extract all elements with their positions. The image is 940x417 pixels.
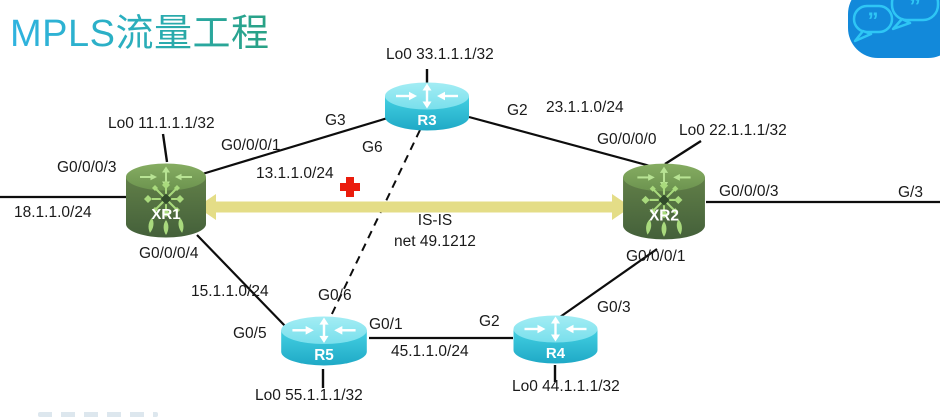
label-if-r3-g3: G3 [325, 112, 346, 129]
logo-quote-mark: ” [909, 0, 921, 20]
link-r4-xr2 [559, 248, 658, 318]
label-subnet-18: 18.1.1.0/24 [14, 204, 92, 221]
logo-quote-mark: ” [868, 8, 879, 33]
label-if-r3-g6: G6 [362, 139, 383, 156]
isis-net-label: net 49.1212 [394, 233, 476, 250]
node-label: XR1 [151, 206, 180, 223]
label-loopback-r4: Lo0 44.1.1.1/32 [512, 378, 620, 395]
label-subnet-13: 13.1.1.0/24 [256, 165, 334, 182]
label-if-far-right-g3: G/3 [898, 184, 923, 201]
label-if-r4-g03: G0/3 [597, 299, 631, 316]
label-subnet-23: 23.1.1.0/24 [546, 99, 624, 116]
node-label: R3 [417, 112, 436, 129]
router-icon: R4 [513, 315, 598, 364]
router-icon: R5 [281, 316, 367, 366]
label-if-r5-g01: G0/1 [369, 316, 403, 333]
router-r4: R4 [511, 314, 600, 371]
alert-cross-icon [340, 177, 360, 197]
router-xr1: XR1 [124, 160, 208, 247]
te-tunnel-arrow [197, 194, 631, 220]
label-if-xr1-g0001: G0/0/0/1 [221, 137, 281, 154]
chat-bubbles-logo-icon: ” ” [848, 0, 940, 58]
label-if-r3-g2: G2 [507, 102, 528, 119]
link-r3-r5-dashed [329, 129, 421, 319]
cropped-text-fragment [38, 412, 158, 417]
label-if-r4-g2: G2 [479, 313, 500, 330]
label-if-xr1-g0003: G0/0/0/3 [57, 159, 117, 176]
router-icon: R3 [385, 82, 469, 131]
label-loopback-xr2: Lo0 22.1.1.1/32 [679, 122, 787, 139]
label-if-xr2-g0003: G0/0/0/3 [719, 183, 779, 200]
label-if-r5-g05: G0/5 [233, 325, 267, 342]
link-r3-xr2 [468, 115, 655, 169]
label-subnet-45: 45.1.1.0/24 [391, 343, 469, 360]
isis-protocol-label: IS-IS [417, 212, 453, 229]
link-xr1-r5 [196, 234, 288, 329]
xr-router-icon: XR1 [126, 163, 206, 238]
page-title: MPLS流量工程 [10, 2, 269, 57]
label-loopback-r5: Lo0 55.1.1.1/32 [255, 387, 363, 404]
label-if-xr2-g0000: G0/0/0/0 [597, 131, 657, 148]
label-subnet-15: 15.1.1.0/24 [191, 283, 269, 300]
label-if-xr2-g0001: G0/0/0/1 [626, 248, 686, 265]
label-loopback-r3: Lo0 33.1.1.1/32 [386, 46, 494, 63]
router-xr2: XR2 [621, 160, 707, 249]
node-label: R5 [314, 347, 334, 364]
node-label: XR2 [649, 207, 679, 224]
label-loopback-xr1: Lo0 11.1.1.1/32 [108, 115, 215, 132]
label-if-xr1-g0004: G0/0/0/4 [139, 245, 199, 262]
link-xr1-r3 [198, 115, 392, 177]
isis-annotation: IS-IS net 49.1212 [384, 210, 486, 252]
loopback-stub-xr1 [161, 133, 169, 163]
router-r5: R5 [279, 315, 369, 373]
xr-router-icon: XR2 [623, 163, 705, 240]
label-if-r5-g06: G0/6 [318, 287, 352, 304]
chat-bubbles-logo: ” ” [848, 0, 940, 58]
node-label: R4 [546, 345, 566, 362]
loopback-stub-xr2 [664, 139, 702, 166]
router-r3: R3 [383, 81, 471, 138]
